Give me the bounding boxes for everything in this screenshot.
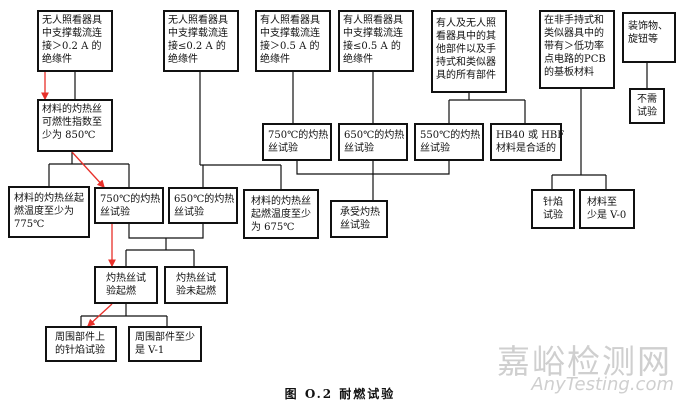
box-unattended-gt-0-2a: 无人照看器具 中支撑载流连 接＞0.2 A 的 绝缘件 xyxy=(37,10,113,72)
figure-caption: 图 O.2 耐燃试验 xyxy=(284,387,396,401)
connector xyxy=(551,89,607,189)
box-withstand-gwt: 承受灼热 丝试验 xyxy=(330,200,388,238)
box-hb40: HB40 或 HBF 材料是合适的 xyxy=(490,123,564,161)
box-unattended-le-0-2a: 无人照看器具 中支撑载流连 接≤0.2 A 的 绝缘件 xyxy=(163,10,239,72)
box-gwit-675: 材料的灼热丝 起燃温度至少 为 675℃ xyxy=(243,189,319,239)
box-gwfi-850: 材料的灼热丝 可燃性指数至 少为 850℃ xyxy=(37,99,113,152)
box-gwt-not-ignites: 灼热丝试 验未起燃 xyxy=(164,266,228,304)
red-arrow xyxy=(71,151,105,188)
box-attended-le-0-5a: 有人照看器具 中支撑载流连 接≤0.5 A 的 绝缘件 xyxy=(338,10,414,72)
box-gwt-550: 550℃的灼热 丝试验 xyxy=(414,123,484,161)
box-no-test: 不需 试验 xyxy=(629,88,665,124)
box-gwit-775: 材料的灼热丝起 燃温度至少为 775℃ xyxy=(8,186,90,238)
box-gwt-ignites: 灼热丝试 验起燃 xyxy=(94,266,158,304)
watermark-cn: 嘉峪检测网 xyxy=(497,342,672,381)
red-arrow xyxy=(87,303,113,327)
box-surrounding-v1: 周围部件至少 是 V-1 xyxy=(128,326,202,362)
connector xyxy=(448,93,526,123)
box-needle-flame-surrounding: 周围部件上 的针焰试验 xyxy=(45,326,117,362)
connector xyxy=(292,72,374,123)
connector xyxy=(80,304,168,326)
box-gwt-750-right: 750℃的灼热 丝试验 xyxy=(262,123,332,161)
box-v0: 材料至 少是 V-0 xyxy=(579,189,635,229)
connector xyxy=(48,152,130,187)
box-pcb-substrate: 在非手持式和 类似器具中的 带有＞低功率 点电路的PCB 的基板材料 xyxy=(539,10,615,89)
box-attended-gt-0-5a: 有人照看器具 中支撑载流连 接＞0.5 A 的 绝缘件 xyxy=(255,10,331,72)
connector xyxy=(296,161,450,200)
box-gwt-750-left: 750℃的灼热 丝试验 xyxy=(94,187,164,224)
box-gwt-650-left: 650℃的灼热 丝试验 xyxy=(168,187,238,224)
connector xyxy=(199,72,282,189)
watermark-en: AnyTesting.com xyxy=(531,374,674,395)
box-other-parts: 有人及无人照 看器具中的其 他部件以及手 持式和类似器 具的所有部件 xyxy=(431,10,507,93)
box-gwt-650-right: 650℃的灼热 丝试验 xyxy=(338,123,408,161)
connector xyxy=(125,224,204,266)
box-needle-flame-right: 针焰 试验 xyxy=(531,189,575,229)
box-decorations: 装饰物、 旋钮等 xyxy=(622,12,676,63)
